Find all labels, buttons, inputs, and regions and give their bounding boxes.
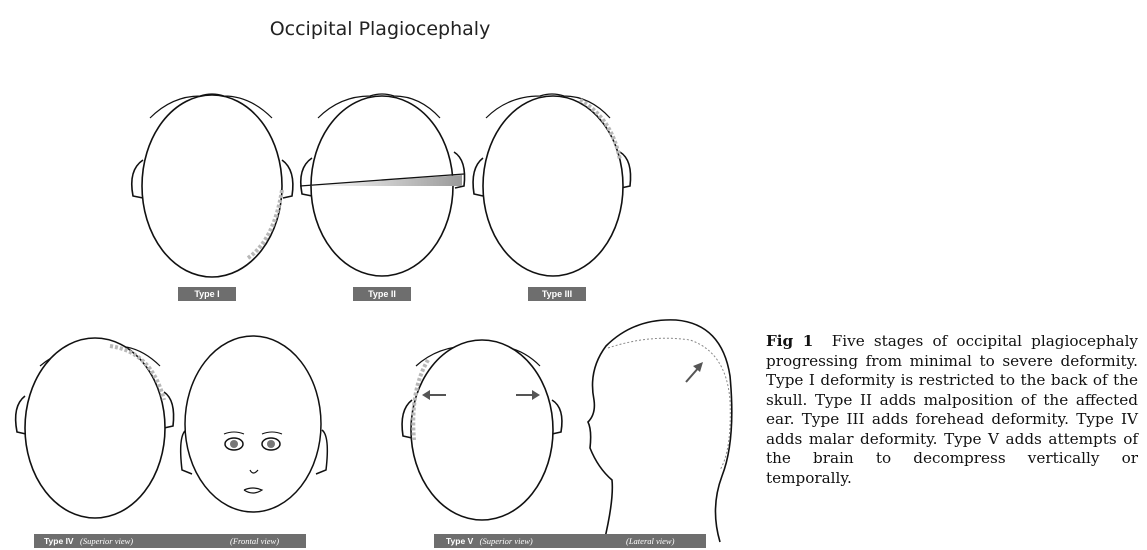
type-4-frontal-face [181, 336, 328, 512]
caption-text: Five stages of occipital plagio­cephaly … [766, 332, 1138, 487]
type-3-head [473, 94, 631, 276]
label-type-4-name: Type IV [44, 536, 74, 546]
label-type-2: Type II [353, 287, 411, 301]
figure-caption: Fig 1 Five stages of occipital plagio­ce… [766, 332, 1138, 488]
label-type-4-superior: (Superior view) [80, 536, 133, 546]
type-5-lateral-head [588, 320, 732, 542]
type-4-superior-head [16, 338, 174, 518]
label-type-1: Type I [178, 287, 236, 301]
label-type-4: Type IV (Superior view) (Frontal view) [34, 534, 306, 548]
label-type-5-superior: (Superior view) [480, 536, 533, 546]
label-type-4-frontal: (Frontal view) [230, 534, 279, 548]
label-type-5-lateral: (Lateral view) [626, 534, 674, 548]
type-1-head [132, 94, 293, 277]
label-type-3: Type III [528, 287, 586, 301]
caption-figure-number: Fig 1 [766, 332, 813, 350]
label-type-5: Type V (Superior view) (Lateral view) [434, 534, 706, 548]
up-right-arrow-icon [686, 362, 703, 382]
type-5-superior-head [402, 340, 562, 520]
label-type-5-name: Type V [446, 536, 473, 546]
type-2-head [300, 94, 465, 276]
